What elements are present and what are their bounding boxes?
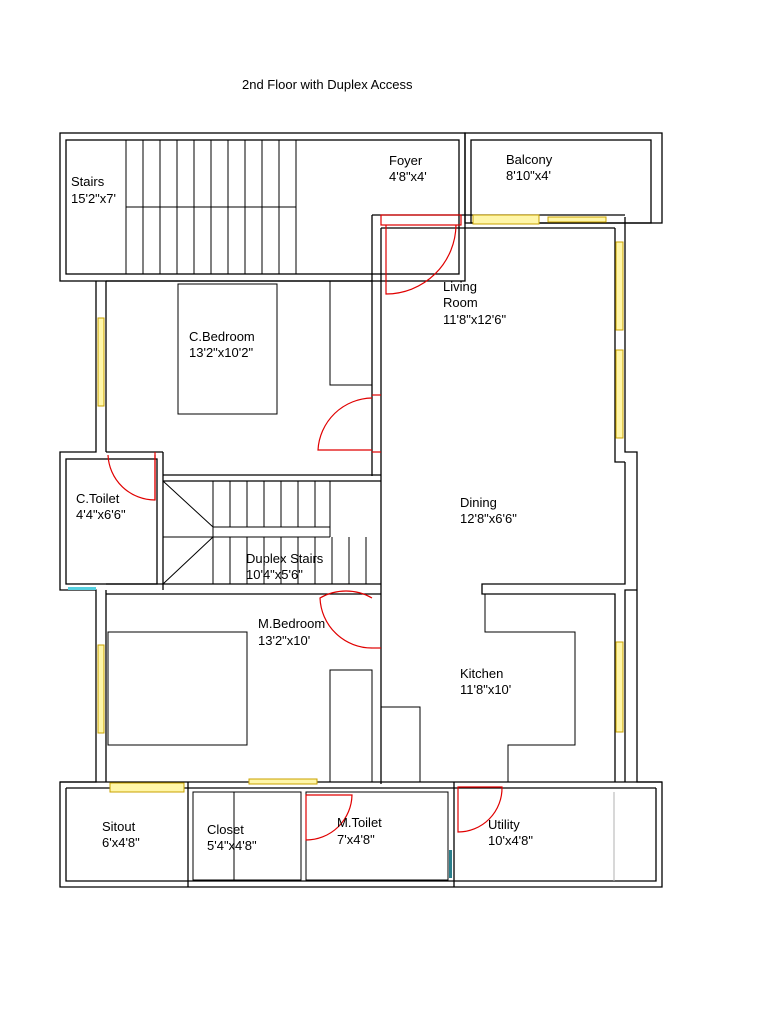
- room-balcony-name: Balcony: [506, 152, 553, 167]
- room-m-toilet-size: 7'x4'8": [337, 832, 375, 847]
- room-closet-name: Closet: [207, 822, 244, 837]
- outer-walls: [59, 132, 663, 888]
- room-duplex-stairs-size: 10'4"x5'6": [246, 567, 303, 582]
- room-c-bedroom-size: 13'2"x10'2": [189, 345, 253, 360]
- room-m-bedroom-size: 13'2"x10': [258, 633, 310, 648]
- room-sitout-name: Sitout: [102, 819, 136, 834]
- room-c-toilet-size: 4'4"x6'6": [76, 507, 126, 522]
- doors: [107, 214, 503, 841]
- room-duplex-stairs-name: Duplex Stairs: [246, 551, 324, 566]
- room-balcony-size: 8'10"x4': [506, 168, 551, 183]
- room-utility-name: Utility: [488, 817, 520, 832]
- room-kitchen-name: Kitchen: [460, 666, 503, 681]
- duplex-stairs: [162, 480, 382, 585]
- room-foyer-name: Foyer: [389, 153, 423, 168]
- main-stairs: [125, 140, 297, 274]
- room-m-bedroom-name: M.Bedroom: [258, 616, 325, 631]
- room-closet-size: 5'4"x4'8": [207, 838, 257, 853]
- plan-title: 2nd Floor with Duplex Access: [242, 77, 413, 92]
- room-stairs-size: 15'2"x7': [71, 191, 116, 206]
- room-dining-name: Dining: [460, 495, 497, 510]
- room-sitout-size: 6'x4'8": [102, 835, 140, 850]
- windows: [68, 214, 624, 878]
- room-kitchen-size: 11'8"x10': [460, 682, 511, 697]
- room-c-toilet-name: C.Toilet: [76, 491, 120, 506]
- room-c-bedroom-name: C.Bedroom: [189, 329, 255, 344]
- room-utility-size: 10'x4'8": [488, 833, 533, 848]
- room-stairs-name: Stairs: [71, 174, 105, 189]
- room-m-toilet-name: M.Toilet: [337, 815, 382, 830]
- room-living-size: 11'8"x12'6": [443, 312, 506, 327]
- room-dining-size: 12'8"x6'6": [460, 511, 517, 526]
- room-living-name2: Room: [443, 295, 478, 310]
- interior-walls: [65, 214, 637, 887]
- room-foyer-size: 4'8"x4': [389, 169, 427, 184]
- room-living-name: Living: [443, 279, 477, 294]
- room-labels: Stairs 15'2"x7' Foyer 4'8"x4' Balcony 8'…: [71, 152, 553, 853]
